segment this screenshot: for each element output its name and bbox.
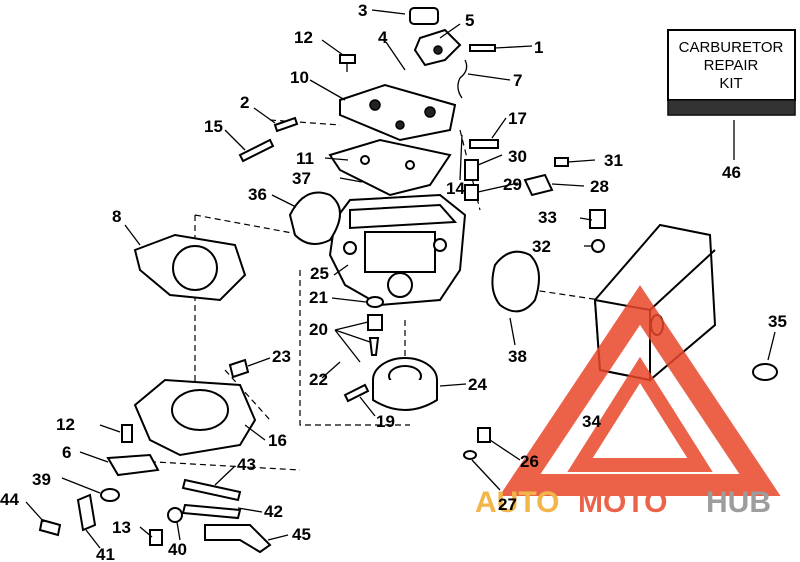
callout-38: 38 (508, 347, 527, 366)
callout-13: 13 (112, 518, 131, 537)
callout-2: 2 (240, 93, 249, 112)
callout-28: 28 (590, 177, 609, 196)
watermark-logo: AUTO MOTO HUB (475, 285, 781, 519)
screws (238, 44, 606, 253)
drain-plug-35 (752, 363, 778, 381)
gasket-8 (133, 233, 247, 302)
callout-14: 14 (446, 179, 465, 198)
kit-line-1: CARBURETOR (679, 39, 784, 56)
kit-line-3: KIT (719, 75, 742, 92)
callout-29: 29 (503, 175, 522, 194)
callout-8: 8 (112, 207, 121, 226)
callout-21: 21 (309, 288, 328, 307)
callout-42: 42 (264, 502, 283, 521)
callout-45: 45 (292, 525, 311, 544)
float-bowl-24 (372, 357, 438, 411)
throttle-cover-plate (339, 83, 457, 142)
kit-line-2: REPAIR (704, 57, 759, 74)
watermark-auto: AUTO (475, 486, 559, 519)
callout-11: 11 (296, 149, 314, 168)
gasket-11 (328, 138, 452, 197)
callout-17: 17 (508, 109, 527, 128)
callout-32: 32 (532, 237, 551, 256)
callout-5: 5 (465, 11, 474, 30)
fuel-fitting (409, 7, 462, 67)
callout-12-bottom: 12 (56, 415, 75, 434)
callout-44: 44 (0, 490, 19, 509)
callout-26: 26 (520, 452, 539, 471)
callout-10: 10 (290, 68, 309, 87)
callout-20: 20 (309, 320, 328, 339)
callout-15: 15 (204, 117, 223, 136)
repair-kit-box: CARBURETOR REPAIR KIT (667, 29, 796, 116)
gasket-36 (288, 191, 341, 245)
callout-4: 4 (378, 28, 388, 47)
callout-22: 22 (309, 370, 328, 389)
callout-40: 40 (168, 540, 187, 559)
gasket-38 (491, 250, 540, 313)
callout-27: 27 (498, 495, 517, 514)
callout-6: 6 (62, 443, 71, 462)
callout-31: 31 (604, 151, 623, 170)
needle-valve-parts (343, 296, 384, 403)
callout-33: 33 (538, 208, 557, 227)
spring-7 (457, 59, 468, 99)
intake-manifold-16 (133, 378, 257, 457)
callout-43: 43 (237, 455, 256, 474)
callout-7: 7 (513, 71, 522, 90)
callout-34: 34 (582, 412, 601, 431)
callout-41: 41 (96, 545, 115, 562)
callout-16: 16 (268, 431, 287, 450)
callout-37: 37 (292, 169, 311, 188)
callout-23: 23 (272, 347, 291, 366)
callout-39: 39 (32, 470, 51, 489)
callout-36: 36 (248, 185, 267, 204)
callout-35: 35 (768, 312, 787, 331)
leader-lines (25, 9, 776, 549)
callout-1: 1 (534, 38, 543, 57)
callout-12-top: 12 (294, 28, 313, 47)
carburetor-body (328, 193, 467, 307)
callout-24: 24 (468, 375, 487, 394)
callout-3: 3 (358, 1, 367, 20)
callout-19: 19 (376, 412, 395, 431)
callout-30: 30 (508, 147, 527, 166)
fitting-26-27 (463, 427, 491, 460)
watermark-moto: MOTO (578, 486, 667, 519)
callout-46: 46 (722, 163, 741, 182)
watermark-hub: HUB (706, 486, 771, 519)
callout-25: 25 (310, 264, 329, 283)
linkage-parts (38, 358, 272, 554)
